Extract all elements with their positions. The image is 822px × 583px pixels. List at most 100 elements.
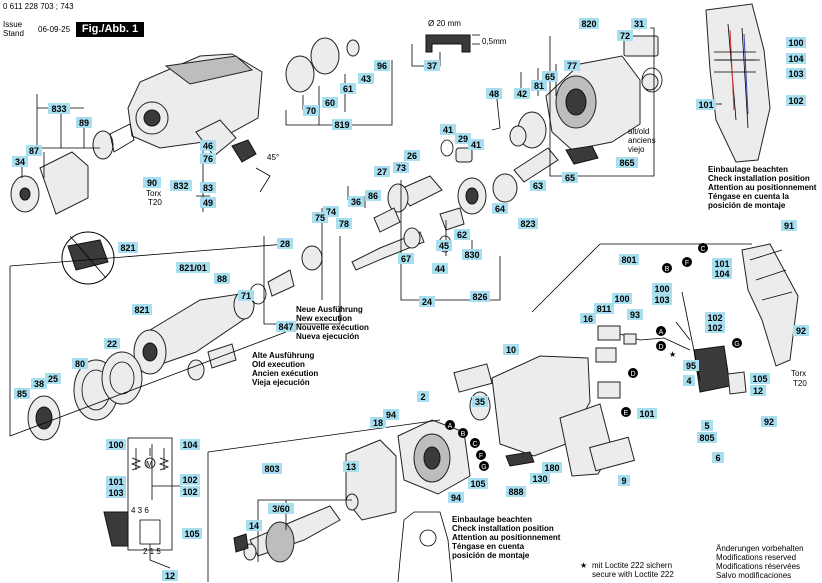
callout-821-detail-label: 821 bbox=[120, 243, 135, 253]
document-number: 0 611 228 703 ; 743 bbox=[3, 2, 74, 11]
note-old-exec-line-4: Vieja ejecución bbox=[252, 378, 310, 387]
callout-65-top: 65 bbox=[542, 71, 558, 82]
note-install-bottom-line-5: posición de montaje bbox=[452, 551, 530, 560]
wiring-inset-drawing bbox=[705, 3, 771, 163]
callout-102-schematic-a: 102 bbox=[180, 474, 200, 485]
callout-90-label: 90 bbox=[147, 178, 157, 188]
marker-b-left: B bbox=[461, 431, 466, 438]
callout-13: 13 bbox=[343, 461, 359, 472]
callout-49: 49 bbox=[200, 197, 216, 208]
callout-3-60: 3/60 bbox=[268, 503, 294, 514]
note-install-right-line-4: Téngase en cuenta la bbox=[708, 192, 789, 201]
callout-833-label: 833 bbox=[51, 104, 66, 114]
callout-25-label: 25 bbox=[48, 374, 58, 384]
callout-77-label: 77 bbox=[567, 61, 577, 71]
note-install-bottom: Einbaulage beachten Check installation p… bbox=[452, 515, 561, 560]
callout-24-label: 24 bbox=[422, 297, 432, 307]
callout-888-label: 888 bbox=[508, 487, 523, 497]
marker-g-right: G bbox=[734, 341, 739, 348]
note-install-right: Einbaulage beachten Check installation p… bbox=[708, 165, 817, 210]
callout-130-label: 130 bbox=[532, 474, 547, 484]
connector-letter-markers: A B C F G B F C A D G E D bbox=[445, 243, 742, 471]
callout-100-right-label: 100 bbox=[614, 294, 629, 304]
callout-821-main: 821 bbox=[132, 304, 152, 315]
callout-16: 16 bbox=[580, 313, 596, 324]
callout-92-right-label: 92 bbox=[796, 326, 806, 336]
callout-888: 888 bbox=[506, 486, 526, 497]
note-changes-line-3: Modifications réservées bbox=[716, 562, 800, 571]
callout-92-right: 92 bbox=[793, 325, 809, 336]
callout-37-label: 37 bbox=[427, 61, 437, 71]
callout-22-label: 22 bbox=[107, 339, 117, 349]
callout-72-label: 72 bbox=[620, 31, 630, 41]
callout-104-schematic-label: 104 bbox=[182, 440, 197, 450]
callout-103-right-label: 103 bbox=[654, 295, 669, 305]
callout-100-inset: 100 bbox=[786, 37, 806, 48]
callout-73: 73 bbox=[393, 162, 409, 173]
callout-5-label: 5 bbox=[704, 421, 709, 431]
figure-tag: Fig./Abb. 1 bbox=[76, 22, 144, 37]
callout-89: 89 bbox=[76, 117, 92, 128]
callout-88: 88 bbox=[214, 273, 230, 284]
callout-70-label: 70 bbox=[306, 106, 316, 116]
callout-64-label: 64 bbox=[495, 204, 505, 214]
issue-date: 06-09-25 bbox=[38, 25, 71, 34]
callout-12-right-label: 12 bbox=[753, 386, 763, 396]
callout-43-label: 43 bbox=[361, 74, 371, 84]
callout-61: 61 bbox=[340, 83, 356, 94]
alt-old-label: alt/old bbox=[628, 127, 649, 136]
callout-24: 24 bbox=[419, 296, 435, 307]
callout-42-label: 42 bbox=[517, 89, 527, 99]
callout-36: 36 bbox=[348, 196, 364, 207]
callout-37: 37 bbox=[424, 60, 440, 71]
dimension-diameter: Ø 20 mm bbox=[428, 19, 461, 28]
callout-105-schematic-label: 105 bbox=[184, 529, 199, 539]
callout-103-inset: 103 bbox=[786, 68, 806, 79]
note-install-bottom-line-2: Check installation position bbox=[452, 524, 554, 533]
callout-102-right-b-label: 102 bbox=[707, 323, 722, 333]
marker-c-left: C bbox=[472, 441, 477, 448]
callout-104-inset-label: 104 bbox=[788, 54, 803, 64]
circuit-schematic-drawing bbox=[103, 437, 173, 569]
callout-103-schematic-label: 103 bbox=[108, 488, 123, 498]
callout-2: 2 bbox=[417, 391, 429, 402]
callout-823-label: 823 bbox=[520, 219, 535, 229]
callout-14-label: 14 bbox=[249, 521, 259, 531]
callout-832-label: 832 bbox=[173, 181, 188, 191]
callout-102-schematic-a-label: 102 bbox=[182, 475, 197, 485]
callout-102-inset-label: 102 bbox=[788, 96, 803, 106]
callout-75: 75 bbox=[312, 212, 328, 223]
note-changes-line-2: Modifications reserved bbox=[716, 553, 796, 562]
callout-94-top: 94 bbox=[383, 409, 399, 420]
handle-drawing bbox=[741, 243, 799, 367]
callout-96: 96 bbox=[374, 60, 390, 71]
callout-81: 81 bbox=[531, 80, 547, 91]
marker-c-right: C bbox=[700, 246, 705, 253]
callout-95-label: 95 bbox=[686, 361, 696, 371]
callout-38: 38 bbox=[31, 378, 47, 389]
callout-101-schematic: 101 bbox=[106, 476, 126, 487]
callout-4-label: 4 bbox=[686, 376, 691, 386]
callout-74: 74 bbox=[323, 206, 339, 217]
callout-102-inset: 102 bbox=[786, 95, 806, 106]
callout-88-label: 88 bbox=[217, 274, 227, 284]
callout-103-inset-label: 103 bbox=[788, 69, 803, 79]
callout-6: 6 bbox=[712, 452, 724, 463]
callout-70: 70 bbox=[303, 105, 319, 116]
callout-65-mid-label: 65 bbox=[565, 173, 575, 183]
callout-3-60-label: 3/60 bbox=[272, 504, 290, 514]
callout-2-label: 2 bbox=[420, 392, 425, 402]
callout-48-label: 48 bbox=[489, 89, 499, 99]
callout-85-label: 85 bbox=[17, 389, 27, 399]
chuck-sleeve-drawing bbox=[10, 123, 135, 215]
callout-90: 90 bbox=[143, 177, 161, 188]
note-install-bottom-line-3: Attention au positionnement bbox=[452, 533, 561, 542]
callout-4: 4 bbox=[683, 375, 695, 386]
dimension-detail-drawing bbox=[425, 34, 480, 53]
callout-41b-label: 41 bbox=[471, 140, 481, 150]
marker-e: E bbox=[624, 410, 629, 417]
callout-811-label: 811 bbox=[597, 304, 612, 314]
stand-label: Stand bbox=[3, 29, 24, 38]
callout-819-label: 819 bbox=[334, 120, 349, 130]
